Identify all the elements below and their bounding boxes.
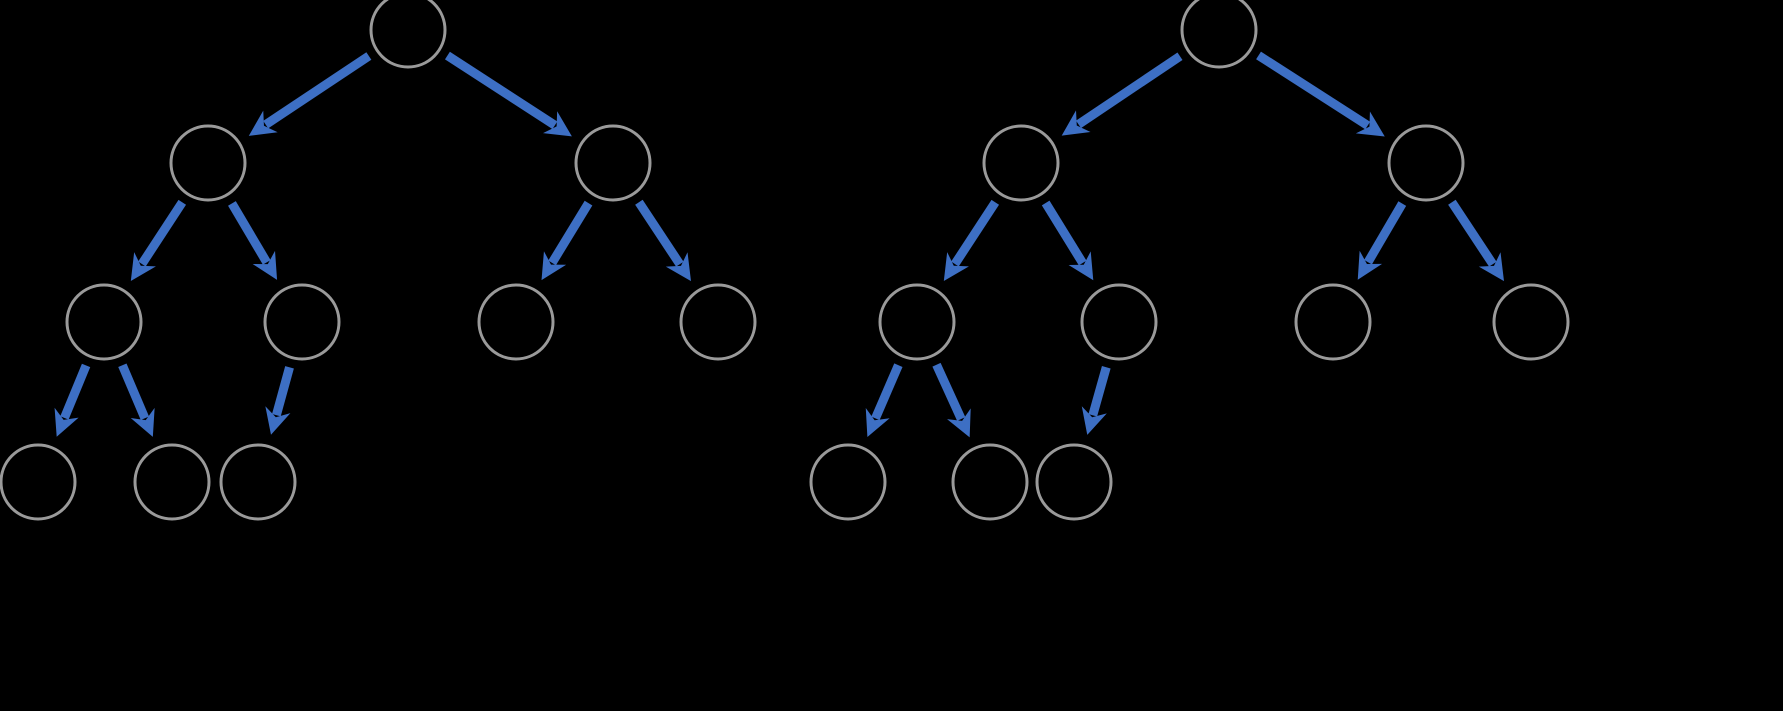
arrowhead-icon <box>1061 110 1091 136</box>
tree-edge <box>228 201 278 280</box>
tree-node[interactable] <box>809 443 887 521</box>
tree-node[interactable] <box>1294 283 1372 361</box>
node-circle[interactable] <box>369 0 447 69</box>
tree-node[interactable] <box>982 124 1060 202</box>
node-circle[interactable] <box>1035 443 1113 521</box>
node-circle[interactable] <box>1387 124 1465 202</box>
tree-edge <box>265 366 294 435</box>
tree-node[interactable] <box>369 0 447 69</box>
node-circle[interactable] <box>169 124 247 202</box>
arrowhead-icon <box>130 252 156 281</box>
right-tree-edges <box>865 51 1504 438</box>
tree-node[interactable] <box>169 124 247 202</box>
edges-layer <box>54 51 1504 438</box>
node-circle[interactable] <box>1080 283 1158 361</box>
tree-node[interactable] <box>0 443 77 521</box>
tree-node[interactable] <box>133 443 211 521</box>
left-tree-edges <box>54 51 691 437</box>
tree-node[interactable] <box>263 283 341 361</box>
node-circle[interactable] <box>133 443 211 521</box>
arrowhead-icon <box>265 406 291 435</box>
node-circle[interactable] <box>951 443 1029 521</box>
arrowhead-icon <box>1478 252 1504 282</box>
arrowhead-icon <box>248 110 278 136</box>
tree-edge <box>248 52 372 136</box>
arrowhead-icon <box>54 407 79 437</box>
left-tree-nodes <box>0 0 757 521</box>
tree-edge <box>635 199 691 282</box>
node-circle[interactable] <box>1180 0 1258 69</box>
arrowhead-icon <box>1081 406 1107 435</box>
tree-edge <box>1256 51 1385 137</box>
node-circle[interactable] <box>0 443 77 521</box>
arrowhead-icon <box>1068 251 1094 281</box>
tree-edge <box>932 362 971 438</box>
arrowhead-icon <box>1357 250 1383 280</box>
arrowhead-icon <box>541 251 567 281</box>
tree-node[interactable] <box>574 124 652 202</box>
node-circle[interactable] <box>574 124 652 202</box>
tree-edge <box>1448 199 1504 282</box>
tree-node[interactable] <box>1080 283 1158 361</box>
tree-node[interactable] <box>1180 0 1258 69</box>
arrowhead-icon <box>943 252 969 281</box>
node-circle[interactable] <box>982 124 1060 202</box>
tree-node[interactable] <box>679 283 757 361</box>
tree-node[interactable] <box>477 283 555 361</box>
node-circle[interactable] <box>1294 283 1372 361</box>
tree-edge <box>1061 52 1183 136</box>
node-circle[interactable] <box>878 283 956 361</box>
arrowhead-icon <box>543 111 572 137</box>
tree-node[interactable] <box>878 283 956 361</box>
node-circle[interactable] <box>809 443 887 521</box>
tree-edge <box>1357 201 1407 280</box>
tree-node[interactable] <box>65 283 143 361</box>
arrowhead-icon <box>1355 111 1385 137</box>
arrowhead-icon <box>665 252 691 282</box>
tree-edge <box>1081 366 1111 435</box>
tree-node[interactable] <box>219 443 297 521</box>
node-circle[interactable] <box>679 283 757 361</box>
right-tree-nodes <box>809 0 1570 521</box>
node-circle[interactable] <box>263 283 341 361</box>
tree-node[interactable] <box>951 443 1029 521</box>
tree-edge <box>541 200 593 281</box>
tree-edge <box>118 363 155 437</box>
node-circle[interactable] <box>65 283 143 361</box>
arrowhead-icon <box>252 250 278 280</box>
node-circle[interactable] <box>219 443 297 521</box>
tree-edge <box>943 199 1000 281</box>
node-circle[interactable] <box>477 283 555 361</box>
tree-edge <box>444 51 572 137</box>
tree-edge <box>865 363 903 438</box>
node-circle[interactable] <box>1492 283 1570 361</box>
arrowhead-icon <box>865 407 890 438</box>
tree-edge <box>1041 200 1094 281</box>
nodes-layer <box>0 0 1570 521</box>
tree-node[interactable] <box>1035 443 1113 521</box>
tree-edge <box>130 199 187 281</box>
arrowhead-icon <box>130 407 155 437</box>
tree-node[interactable] <box>1387 124 1465 202</box>
tree-edge <box>54 363 91 437</box>
tree-node[interactable] <box>1492 283 1570 361</box>
arrowhead-icon <box>947 408 971 438</box>
